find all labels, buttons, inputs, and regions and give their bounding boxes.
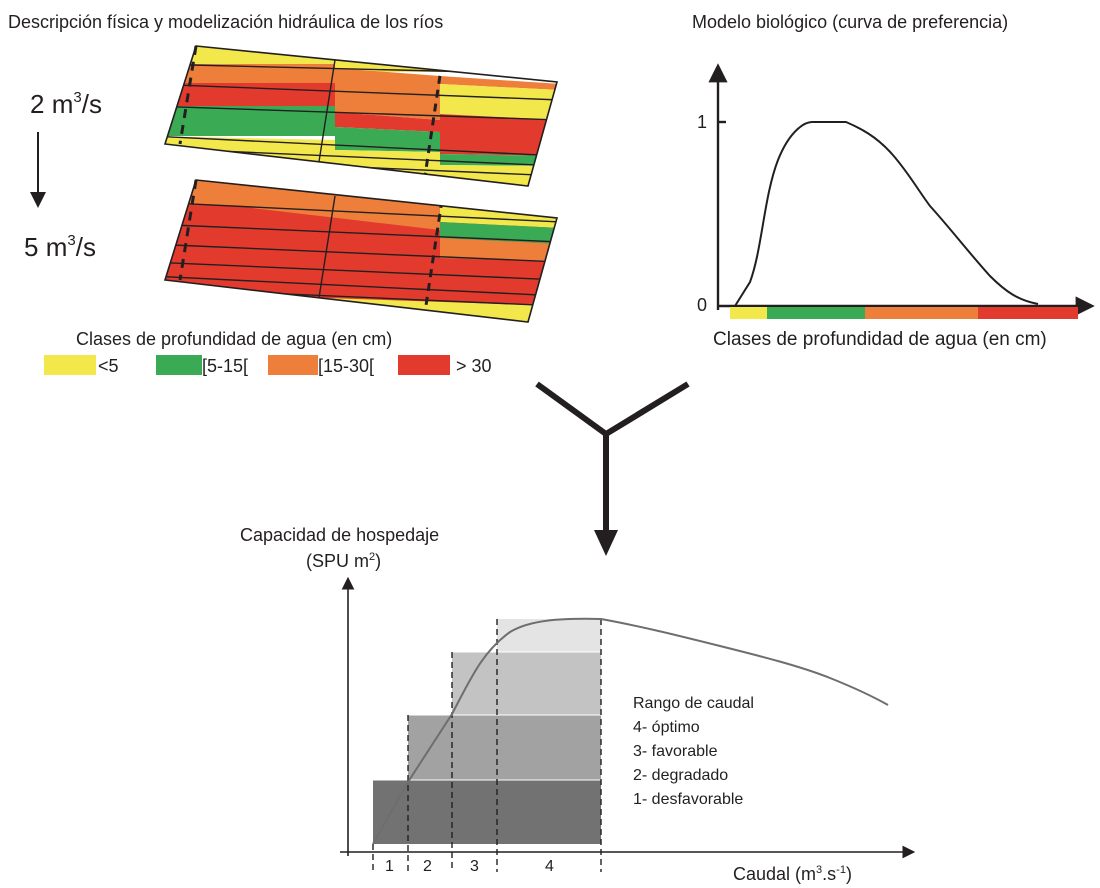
habitat-y-label-line1: Capacidad de hospedaje — [240, 525, 439, 545]
range-legend-item-2: 2- degradado — [633, 767, 728, 784]
range-rect-4 — [497, 619, 601, 652]
bio-axis-band-2 — [767, 307, 865, 319]
flow-label-high: 5 m3/s — [24, 232, 96, 262]
merge-arrow-head — [594, 530, 618, 556]
flow-label-low: 2 m3/s — [30, 89, 102, 119]
legend-label-4: > 30 — [456, 356, 492, 376]
range-legend-item-1: 1- desfavorable — [633, 791, 743, 808]
bio-axis-band-1 — [730, 307, 767, 319]
bio-panel-title: Modelo biológico (curva de preferencia) — [692, 12, 1008, 32]
preference-curve-chart: 1 0 Clases de profundidad de agua (en cm… — [697, 63, 1095, 350]
legend-swatch-1 — [44, 355, 96, 375]
legend-swatch-2 — [156, 355, 202, 375]
river-panel-title: Descripción física y modelización hidráu… — [8, 12, 443, 32]
legend-swatch-3 — [268, 355, 318, 375]
range-number-1: 1 — [385, 858, 394, 875]
legend-swatch-4 — [398, 355, 450, 375]
range-boundaries — [372, 619, 602, 872]
range-legend-title: Rango de caudal — [633, 695, 754, 712]
bio-x-axis-label: Clases de profundidad de agua (en cm) — [713, 329, 1047, 350]
habitat-x-label: Caudal (m3.s-1) — [733, 864, 852, 884]
range-rect-3 — [452, 652, 601, 715]
habitat-y-label-line2: (SPU m2) — [306, 551, 381, 571]
legend-label-3: [15-30[ — [318, 356, 374, 376]
bio-y-tick-1-label: 1 — [697, 112, 707, 132]
bio-axis-band-3 — [865, 307, 978, 319]
bio-y-tick-0-label: 0 — [697, 295, 707, 315]
range-legend-item-3: 3- favorable — [633, 743, 718, 760]
legend-label-1: <5 — [98, 356, 119, 376]
range-rect-1 — [373, 780, 601, 844]
range-number-4: 4 — [545, 858, 554, 875]
river-model-low-flow — [163, 45, 559, 187]
habitat-chart: Capacidad de hospedaje (SPU m2) 1 2 3 4 — [240, 525, 916, 884]
range-number-3: 3 — [470, 858, 479, 875]
range-legend-item-4: 4- óptimo — [633, 719, 700, 736]
bio-axis-band-4 — [978, 307, 1078, 319]
habitat-curve — [372, 617, 889, 845]
merge-connector — [535, 381, 690, 534]
range-number-2: 2 — [423, 858, 432, 875]
range-rect-2 — [408, 715, 601, 780]
legend-title: Clases de profundidad de agua (en cm) — [76, 329, 392, 349]
depth-legend: <5 [5-15[ [15-30[ > 30 — [44, 355, 492, 376]
legend-label-2: [5-15[ — [202, 356, 248, 376]
river-model-high-flow — [163, 179, 559, 323]
preference-curve — [734, 121, 1039, 307]
